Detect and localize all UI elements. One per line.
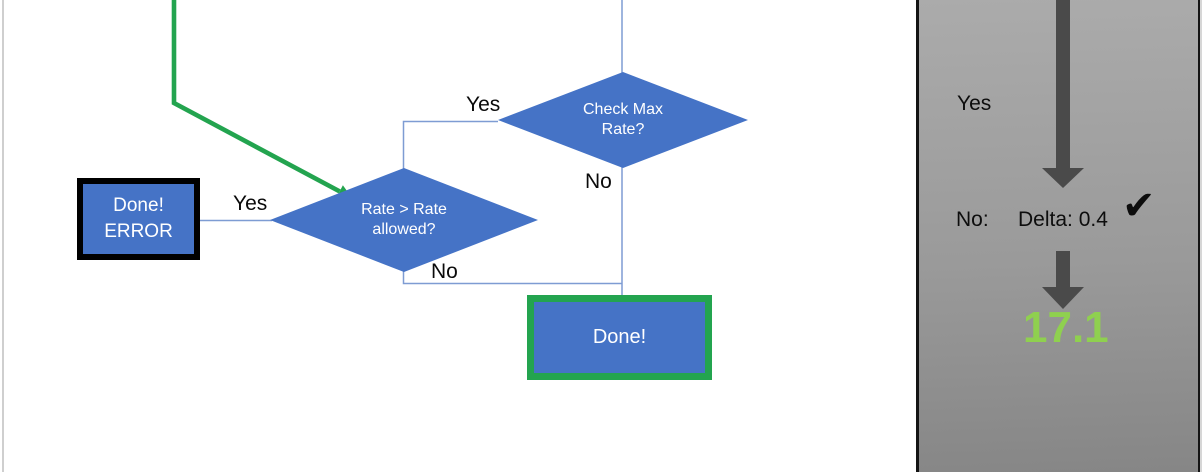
decision-check-max-rate-line2: Rate? — [601, 121, 645, 138]
decision-check-max-rate-line1: Check Max — [582, 101, 664, 118]
window-right-edge — [1200, 0, 1202, 472]
down-arrow-1-shaft — [1056, 0, 1070, 168]
check-icon: ✔ — [1122, 184, 1156, 228]
edge-label-yes-left: Yes — [233, 192, 268, 215]
panel-no-label: No: — [956, 208, 989, 231]
edge-label-yes-top: Yes — [466, 93, 501, 116]
edge-label-no-top: No — [585, 170, 612, 193]
green-path-arrow — [171, 0, 341, 194]
connector-layer — [171, 0, 623, 296]
down-arrow-2-icon — [1042, 287, 1084, 309]
down-arrow-1-icon — [1042, 168, 1084, 188]
node-done-label: Done! — [592, 326, 647, 348]
node-done-error-line1: Done! — [113, 195, 164, 216]
connector-rate-no-to-done — [402, 271, 622, 285]
node-done-error: Done! ERROR — [77, 178, 200, 260]
slide-left-edge — [2, 0, 4, 472]
side-panel: Yes No: Delta: 0.4 ✔ 17.1 — [916, 0, 1200, 472]
edge-label-no-mid: No — [431, 260, 458, 283]
node-done-error-line2: ERROR — [104, 221, 173, 242]
panel-yes-label: Yes — [957, 92, 992, 115]
down-arrow-2-shaft — [1056, 251, 1070, 287]
panel-result-value: 17.1 — [1023, 303, 1109, 352]
decision-rate-allowed-line1: Rate > Rate — [361, 201, 447, 218]
panel-delta-value: Delta: 0.4 — [1018, 208, 1108, 231]
connector-check-yes-to-rate — [402, 120, 498, 169]
decision-rate-allowed-line2: allowed? — [372, 221, 436, 238]
node-done: Done! — [527, 295, 712, 380]
